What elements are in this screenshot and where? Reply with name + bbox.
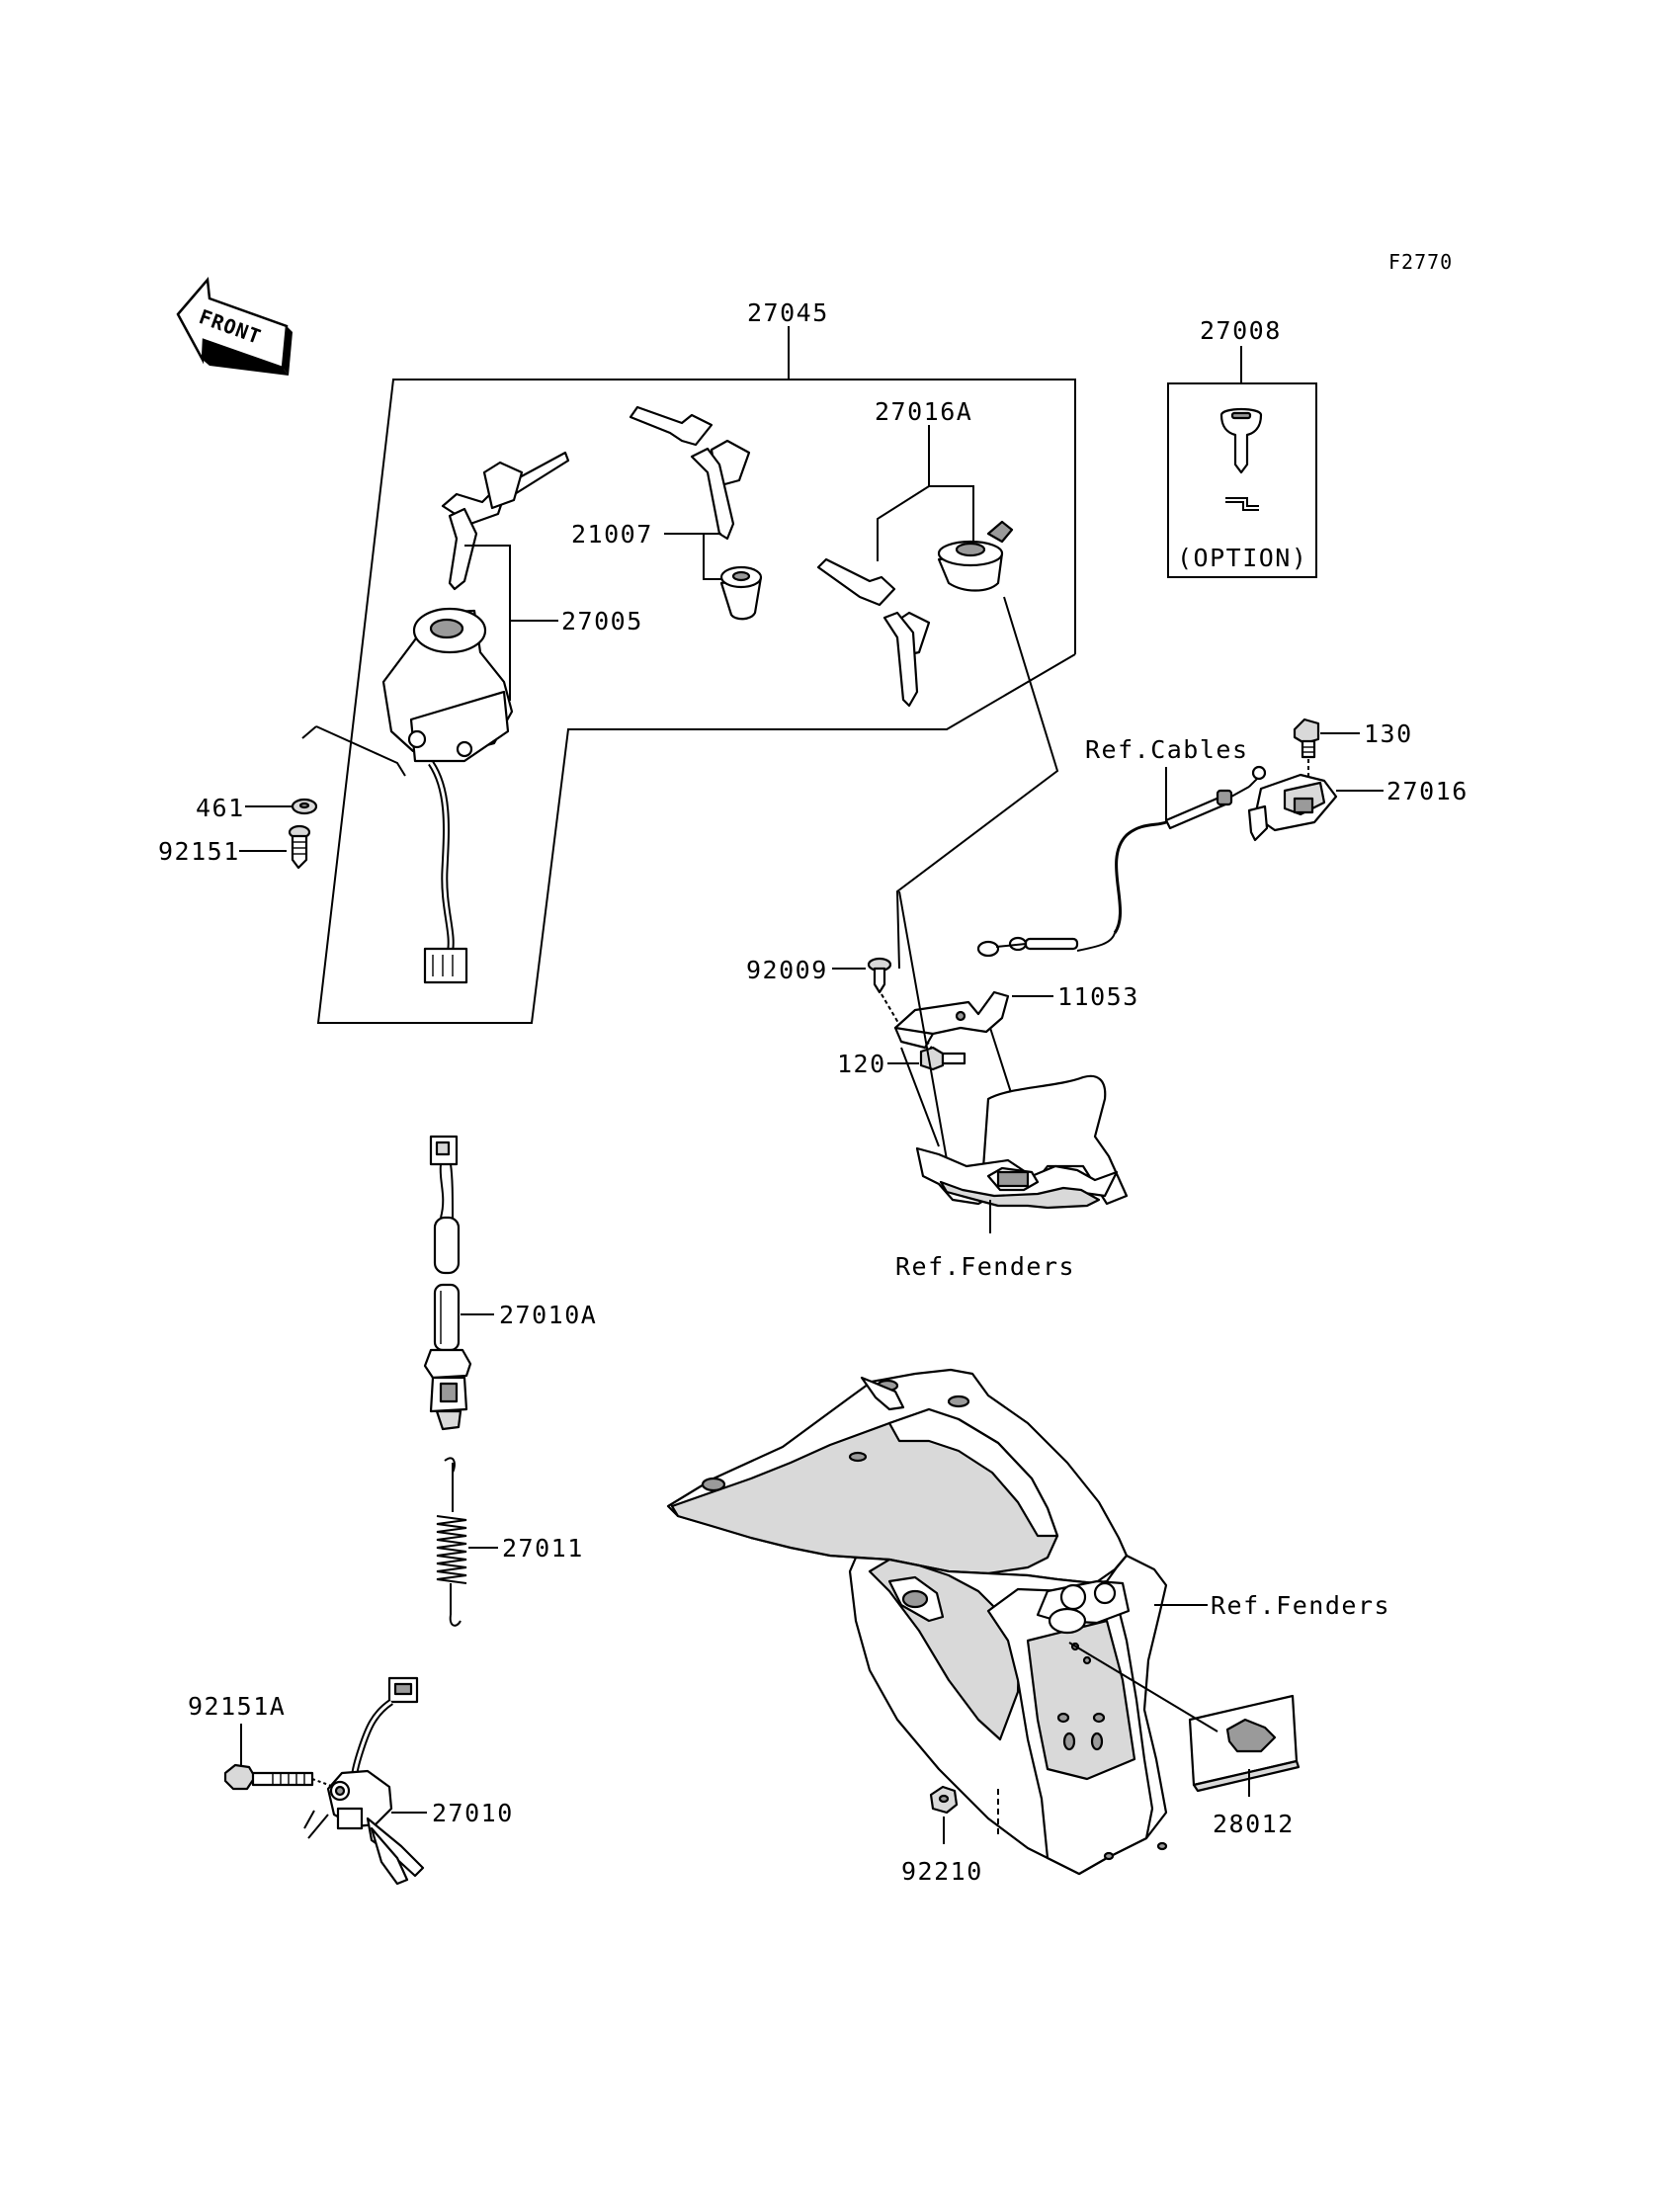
lock-cylinder-21007 (719, 565, 763, 621)
callout-130: 130 (1364, 719, 1413, 748)
front-arrow-icon: FRONT (176, 276, 293, 376)
figure-code: F2770 (1388, 250, 1453, 274)
key-pair-21007 (629, 405, 751, 541)
callout-461: 461 (196, 794, 245, 822)
callout-27010: 27010 (432, 1799, 514, 1827)
spare-key-27008 (1219, 407, 1263, 511)
ignition-set-group: 27045 27005 (301, 298, 1076, 1024)
ignition-key-pair-left (441, 451, 570, 591)
option-box (1167, 382, 1317, 578)
seat-lock-27016A (937, 520, 1014, 592)
reflector-28012 (1188, 1694, 1301, 1793)
rear-fender-upper (915, 1074, 1129, 1210)
bolt-120 (919, 1046, 966, 1071)
option-label: (OPTION) (1177, 544, 1307, 572)
callout-27016A: 27016A (875, 397, 972, 426)
callout-27011: 27011 (502, 1534, 584, 1563)
callout-27016: 27016 (1386, 777, 1469, 805)
ref-fenders-upper-label: Ref.Fenders (895, 1252, 1075, 1281)
side-stand-switch-27010 (303, 1676, 425, 1886)
callout-27005: 27005 (561, 607, 643, 635)
ignition-switch (381, 607, 514, 984)
rear-fender (666, 1368, 1168, 1876)
callout-21007: 21007 (571, 520, 653, 549)
callout-92151A: 92151A (188, 1692, 286, 1721)
bracket-11053 (893, 990, 1010, 1050)
screw-92009 (867, 957, 892, 994)
seat-lock-cable-11053 (976, 765, 1267, 958)
ref-cables-label: Ref.Cables (1085, 735, 1249, 764)
callout-92210: 92210 (901, 1857, 983, 1886)
callout-11053: 11053 (1057, 982, 1139, 1011)
bolt-92151A (223, 1763, 314, 1791)
key-pair-27016A (816, 557, 931, 708)
callout-120: 120 (837, 1050, 886, 1078)
callout-27045: 27045 (747, 298, 829, 327)
nut-92210 (929, 1785, 959, 1815)
spring-27011 (436, 1457, 467, 1627)
callout-27008: 27008 (1200, 316, 1282, 345)
callout-28012: 28012 (1213, 1810, 1295, 1838)
washer-461 (291, 798, 318, 815)
ref-fenders-lower-label: Ref.Fenders (1211, 1591, 1390, 1620)
screw-92151 (288, 824, 311, 870)
brake-switch-27010A (423, 1135, 472, 1431)
bolt-130 (1293, 718, 1320, 759)
callout-92151: 92151 (158, 837, 240, 866)
seat-lock-27016 (1247, 773, 1338, 842)
callout-92009: 92009 (746, 956, 828, 984)
callout-27010A: 27010A (499, 1301, 597, 1329)
